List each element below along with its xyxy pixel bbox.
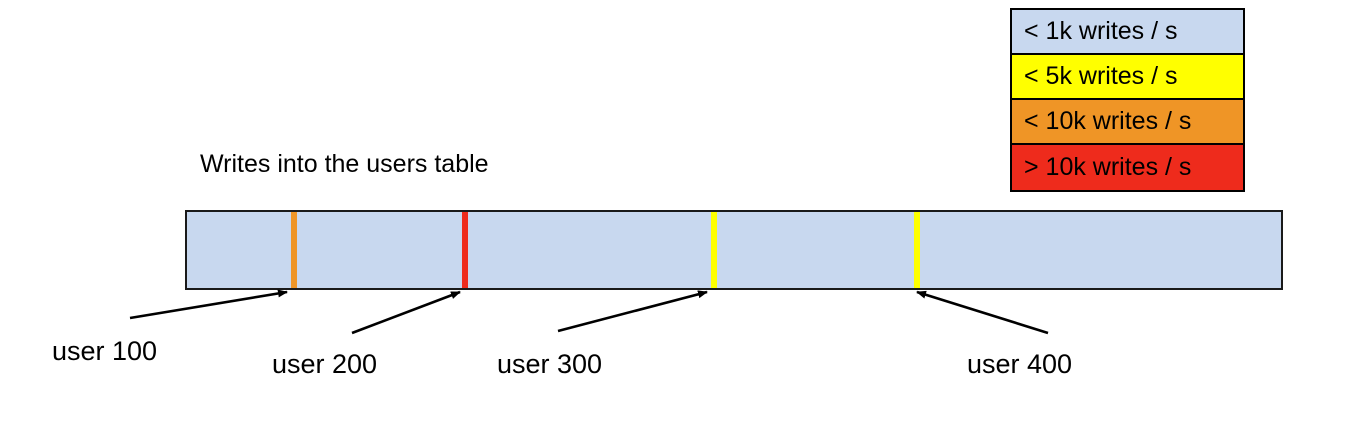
users-table-bar [185,210,1283,290]
callout-label-user-400: user 400 [967,349,1073,379]
legend-row-3: > 10k writes / s [1012,145,1243,190]
callout-label-user-200: user 200 [272,349,378,379]
legend-label-3: > 10k writes / s [1024,153,1192,181]
legend-row-2: < 10k writes / s [1012,100,1243,145]
bar-stripe-user-300 [711,212,717,288]
chart-title: Writes into the users table [200,150,489,178]
callout-label-user-100: user 100 [52,336,158,366]
legend-box: < 1k writes / s < 5k writes / s < 10k wr… [1010,8,1245,192]
legend-row-0: < 1k writes / s [1012,10,1243,55]
arrow-user-200 [351,290,461,335]
bar-stripe-user-200 [462,212,468,288]
arrow-user-300 [557,290,708,333]
arrow-user-400 [916,290,1049,335]
bar-stripe-user-400 [914,212,920,288]
legend-label-1: < 5k writes / s [1024,62,1178,90]
legend-label-2: < 10k writes / s [1024,107,1192,135]
callout-label-user-300: user 300 [497,349,603,379]
legend-row-1: < 5k writes / s [1012,55,1243,100]
arrow-user-100 [129,289,288,320]
bar-stripe-user-100 [291,212,297,288]
legend-label-0: < 1k writes / s [1024,17,1178,45]
